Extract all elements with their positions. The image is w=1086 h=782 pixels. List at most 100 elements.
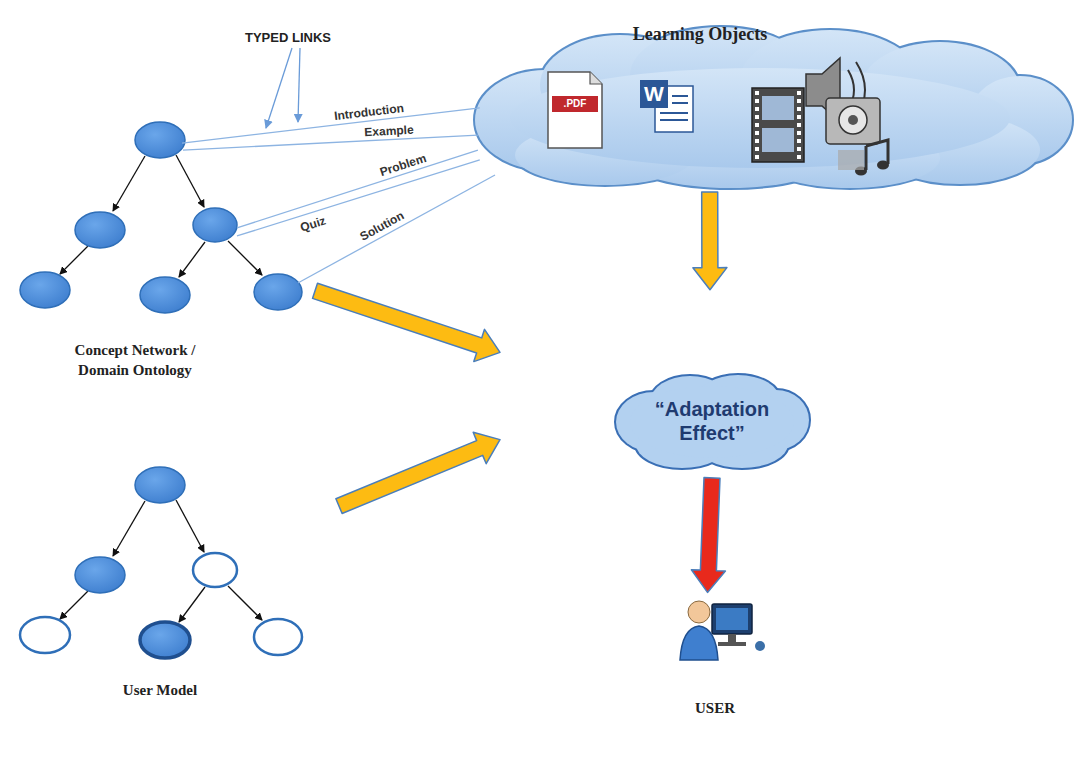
user-icon-part [755, 641, 765, 651]
callout-label: TYPED LINKS [245, 30, 331, 45]
media-icon-part-part [755, 115, 759, 119]
node-text: User Model [60, 680, 260, 700]
media-icon-part [755, 91, 801, 159]
media-icon-part-part [797, 107, 801, 111]
user-model-tree-part [75, 557, 125, 593]
media-icon-part-part [755, 131, 759, 135]
word-icon [640, 80, 693, 132]
concept-tree-part-part [254, 274, 302, 310]
leader-arrows-part [266, 48, 292, 128]
user-model-tree-part [140, 622, 190, 658]
media-icon-part-part [797, 139, 801, 143]
media-icon-part [826, 98, 880, 144]
link-label: Example [362, 122, 416, 139]
concept-network: Concept Network / Domain Ontology [15, 118, 315, 388]
media-icon-part-part [755, 99, 759, 103]
link-label: Solution [356, 208, 408, 245]
link-label: Problem [376, 150, 430, 179]
user-icon [680, 601, 765, 660]
pdf-icon-part [548, 72, 602, 148]
concept-tree [20, 122, 302, 313]
typed-link [237, 160, 480, 236]
word-icon-part [660, 119, 688, 121]
user-model-tree-part [135, 467, 185, 503]
concept-tree-part [60, 155, 262, 277]
media-icon-part [866, 140, 888, 170]
learning-objects-cloud [475, 27, 1072, 188]
media-icon-part-part [797, 147, 801, 151]
typed-link [237, 150, 478, 228]
block-arrow [313, 283, 501, 361]
media-icon-part-part [797, 115, 801, 119]
word-icon-part [640, 80, 668, 108]
media-icon-part-part [755, 155, 759, 159]
media-icon-part [877, 161, 889, 170]
link-label: Introduction [331, 101, 406, 124]
node-text: USER [655, 698, 775, 718]
user-model-tree [20, 467, 302, 658]
media-icon-part [838, 150, 864, 170]
user-model-tree-part [60, 500, 262, 622]
media-icon-part-part [755, 139, 759, 143]
icon-label: W [640, 80, 668, 108]
user-node: USER [655, 595, 805, 725]
concept-tree-part-part [135, 122, 185, 158]
concept-tree-part-part [20, 272, 70, 308]
media-icon-part-part [755, 123, 759, 127]
user-icon-part [728, 634, 736, 642]
user-icon-part [680, 626, 718, 660]
block-arrow [691, 478, 725, 593]
block-arrow [693, 192, 727, 290]
media-icon-part-part [755, 91, 759, 95]
user-icon-part [718, 642, 746, 646]
media-icon-part-part [755, 107, 759, 111]
link-label: Quiz [297, 213, 330, 235]
media-icon-part-part [797, 131, 801, 135]
concept-tree-part-part [193, 208, 237, 242]
media-icon-part [762, 128, 794, 152]
media-icon-part-part [797, 91, 801, 95]
icon-label: .PDF [552, 96, 598, 112]
node-text: Concept Network / Domain Ontology [55, 340, 215, 380]
user-icon-part [712, 604, 752, 634]
cloud-node: Learning Objects [470, 22, 1080, 187]
node-text: “Adaptation Effect” [632, 397, 792, 445]
media-icon-part [752, 88, 804, 162]
learning-objects-cloud-part [475, 27, 1072, 188]
user-icon-part [688, 601, 710, 623]
cloud-outline-part [630, 386, 794, 458]
media-icon [752, 58, 889, 176]
typed-link [298, 175, 495, 283]
adaptation-cloud: “Adaptation Effect” [612, 372, 812, 470]
media-icon-part-part [797, 123, 801, 127]
concept-tree-part-part [140, 277, 190, 313]
media-icon-part [848, 115, 858, 125]
pdf-icon-part [590, 72, 602, 84]
media-icon-part-part [755, 147, 759, 151]
user-model-tree-part [20, 617, 70, 653]
word-icon-part [672, 95, 688, 97]
user-icon-part [716, 608, 748, 630]
concept-tree-part-part [75, 212, 125, 248]
typed-link [183, 135, 478, 150]
pdf-icon-part [552, 96, 598, 112]
media-icon-part-part [797, 155, 801, 159]
media-icon-part [839, 106, 867, 134]
user-model-tree-part [254, 619, 302, 655]
word-icon-part [672, 102, 688, 104]
block-arrow [336, 432, 500, 513]
media-icon-part [762, 96, 794, 120]
leader-arrows [266, 48, 300, 128]
word-icon-part [660, 112, 688, 114]
media-icon-part-part [797, 99, 801, 103]
cloud-outline [612, 372, 812, 470]
leader-arrows-part [298, 48, 300, 122]
user-model-tree-part [193, 553, 237, 587]
learning-objects-cloud-part [475, 27, 1072, 188]
concept-tree-part [20, 122, 302, 313]
cloud-outline-part [630, 386, 794, 458]
pdf-icon [548, 72, 602, 148]
